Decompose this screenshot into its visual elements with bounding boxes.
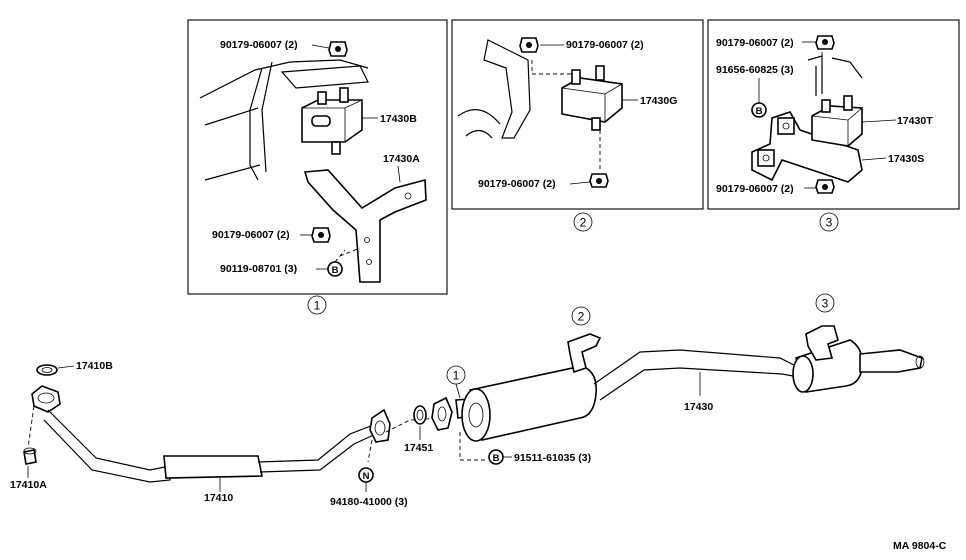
- diagram-code: MA 9804-C: [893, 540, 947, 552]
- detail-box-2: 90179-06007 (2) 17430G 90179-06007 (2) 2: [451, 19, 704, 232]
- label-ring-17451: 17451: [404, 442, 433, 454]
- nut-icon: [589, 173, 609, 188]
- frame-rail: [199, 59, 369, 99]
- label-nut-bottom-box2: 90179-06007 (2): [478, 178, 556, 190]
- frame-bracket: [280, 65, 369, 89]
- rubber-mount-17430b: [301, 87, 363, 155]
- label-bolt-box3: 91656-60825 (3): [716, 64, 794, 76]
- nut-marker-n: N: [358, 467, 374, 483]
- ring-17451: [413, 405, 427, 425]
- label-gasket-17410b: 17410B: [76, 360, 113, 372]
- svg-text:B: B: [493, 453, 500, 464]
- svg-text:N: N: [363, 471, 370, 482]
- rubber-mount-17430t: [811, 95, 863, 147]
- box3-index: 3: [826, 216, 833, 230]
- label-mount-box2: 17430G: [640, 95, 677, 107]
- label-bracket-box3: 17430S: [888, 153, 924, 165]
- label-mount-box3: 17430T: [897, 115, 933, 127]
- front-pipe-bend: [43, 409, 171, 483]
- front-flange: [31, 385, 61, 413]
- detail-box-3-frame: [707, 19, 960, 210]
- label-front-pipe: 17410: [204, 492, 233, 504]
- callout-2: 2: [578, 310, 585, 324]
- detail-box-1-frame: [187, 19, 448, 295]
- detail-box-1: B 90179-06007 (2) 17430B 17430A 90179-06…: [187, 19, 448, 315]
- bracket-17430a: [303, 169, 427, 283]
- hanger-strap: [249, 61, 273, 181]
- pipe-rear-flange: [369, 408, 391, 443]
- rubber-mount-17430g: [561, 65, 623, 131]
- label-nut-top-box3: 90179-06007 (2): [716, 37, 794, 49]
- box1-index: 1: [314, 299, 321, 313]
- label-mount-box1: 17430B: [380, 113, 417, 125]
- bolt-marker-b: B: [488, 449, 504, 465]
- nut-icon: [815, 35, 835, 50]
- detail-box-3: B 90179-06007 (2) 91656-60825 (3) 17430T…: [707, 19, 960, 232]
- label-bolt-box1: 90119-08701 (3): [220, 263, 297, 275]
- nut-icon: [311, 227, 331, 243]
- callout-3-circle: [815, 293, 835, 313]
- nut-icon: [815, 179, 835, 194]
- detail-box-2-frame: [451, 19, 704, 210]
- gasket-17410b: [36, 364, 58, 376]
- label-tail-pipe: 17430: [684, 401, 713, 413]
- tail-tip: [859, 349, 923, 373]
- front-muffler: [461, 365, 598, 442]
- label-gasket-17410a: 17410A: [10, 479, 47, 491]
- bolt-marker-b: B: [751, 102, 767, 118]
- label-nut-top-box2: 90179-06007 (2): [566, 39, 644, 51]
- box3-index-circle: [819, 212, 839, 232]
- muffler-inlet-gasket: [431, 396, 453, 431]
- body-bracket: [483, 39, 531, 139]
- label-nut-94180: 94180-41000 (3): [330, 496, 408, 508]
- bracket-17430s: [751, 111, 863, 183]
- hanger-2: [567, 333, 602, 374]
- nut-icon: [519, 37, 539, 53]
- label-bolt-91511: 91511-61035 (3): [514, 452, 591, 464]
- hanger-rod: [807, 55, 863, 96]
- hanger-3: [805, 325, 839, 361]
- svg-text:B: B: [756, 106, 763, 117]
- box2-index-circle: [573, 212, 593, 232]
- box2-index: 2: [580, 216, 587, 230]
- callout-2-circle: [571, 306, 591, 326]
- front-pipe-rear: [257, 423, 381, 473]
- bolt-marker-b: B: [327, 261, 343, 277]
- callout-3: 3: [822, 297, 829, 311]
- label-bracket-box1: 17430A: [383, 153, 420, 165]
- label-nut-top-box1: 90179-06007 (2): [220, 39, 298, 51]
- box1-index-circle: [307, 295, 327, 315]
- gasket-17410a: [23, 447, 37, 465]
- svg-text:B: B: [332, 265, 339, 276]
- front-pipe-resonator: [163, 455, 263, 479]
- label-nut-bottom-box1: 90179-06007 (2): [212, 229, 290, 241]
- nut-icon: [328, 41, 348, 57]
- main-exhaust-assembly: 17410B 17410A 17410 N 94180-41: [10, 293, 925, 508]
- callout-1: 1: [453, 369, 460, 383]
- tail-pipe: [593, 349, 805, 401]
- label-nut-bottom-box3: 90179-06007 (2): [716, 183, 794, 195]
